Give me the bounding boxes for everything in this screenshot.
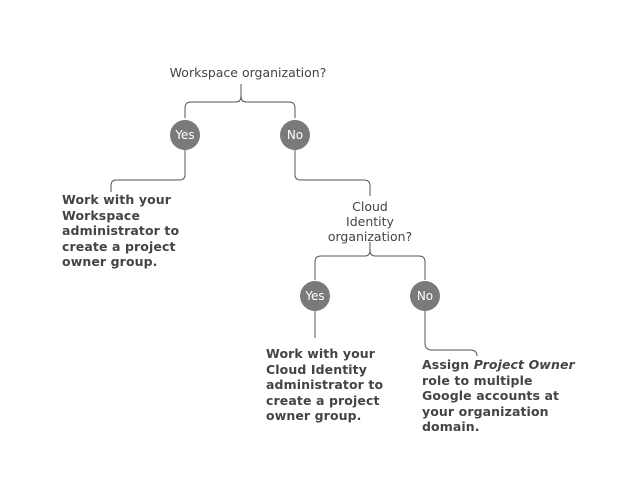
connector-yes-workspace [110,150,186,192]
no-node-cloud: No [410,281,440,311]
question-cloud-identity: Cloud Identity organization? [327,199,413,244]
yes-node-cloud: Yes [300,281,330,311]
no-node-workspace: No [280,120,310,150]
yes-node-workspace: Yes [170,120,200,150]
assign-prefix: Assign [422,357,470,372]
outcome-cloud-no: Assign Project Owner role to multiple Go… [422,357,575,434]
brace-cloud [314,242,426,280]
question-workspace: Workspace organization? [169,65,327,80]
connector-no-cloud [424,311,478,357]
outcome-cloud-yes: Work with your Cloud Identity administra… [266,346,384,423]
outcome-workspace-yes: Work with your Workspace administrator t… [62,192,180,269]
brace-workspace [184,84,296,118]
role-name: Project Owner [473,357,575,372]
connector-no-workspace [294,150,371,196]
